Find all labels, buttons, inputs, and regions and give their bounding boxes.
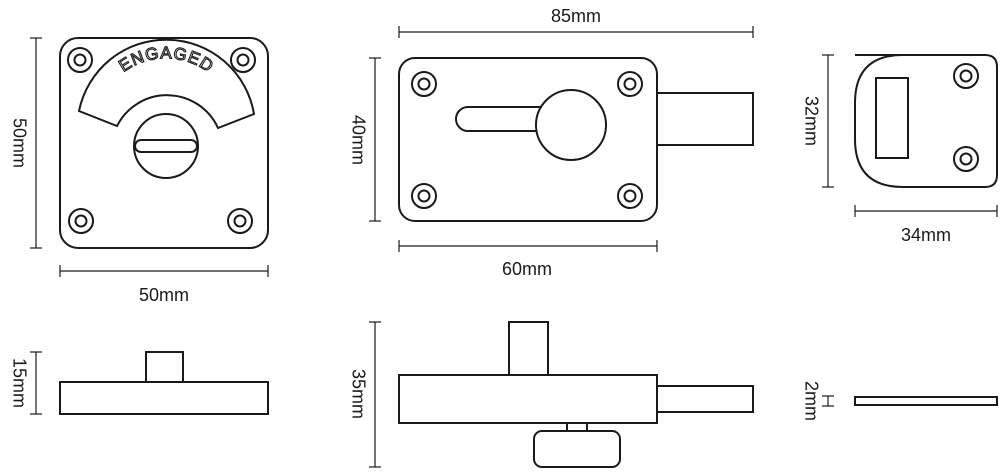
keep-height-label: 32mm (801, 96, 821, 146)
keep-side-plate (854, 396, 998, 406)
bolt-side-body (398, 374, 658, 424)
indicator-side-plate (59, 381, 269, 415)
keep-front (854, 54, 998, 188)
indicator-side-knob (145, 351, 184, 383)
keep-side: 2mm (801, 381, 998, 421)
indicator-plate-side: 15mm (9, 351, 269, 415)
bolt-body-screw-holes (411, 71, 643, 209)
bolt-side-knob (508, 321, 549, 376)
bolt-body-side: 35mm (348, 321, 754, 468)
bolt-side-turn (533, 430, 621, 468)
keep-thickness-label: 2mm (801, 381, 821, 421)
keep-slot (875, 77, 909, 159)
bolt-body-width-label: 60mm (502, 259, 552, 279)
bolt-body-front (398, 57, 754, 222)
bolt-depth-label: 35mm (348, 369, 368, 419)
bolt-height-label: 40mm (348, 115, 368, 165)
indicator-width-label: 50mm (139, 285, 189, 305)
indicator-plate-front: ENGAGED (59, 37, 269, 249)
indicator-height-label: 50mm (9, 118, 29, 168)
bolt-bar (655, 92, 754, 146)
bolt-side-bar (655, 385, 754, 413)
indicator-thickness-label: 15mm (9, 358, 29, 408)
indicator-plate-dims: 50mm 50mm (9, 37, 269, 305)
bolt-body-dims: 85mm 40mm 60mm (348, 6, 754, 279)
keep-screw-holes (953, 63, 979, 172)
bolt-overall-width-label: 85mm (551, 6, 601, 26)
keep-dims: 32mm 34mm (801, 54, 998, 245)
keep-width-label: 34mm (901, 225, 951, 245)
turn-knob-slot (134, 139, 198, 153)
bolt-knob (535, 89, 607, 161)
engaged-window (77, 38, 256, 130)
indicator-plate-screw-holes (67, 47, 256, 234)
